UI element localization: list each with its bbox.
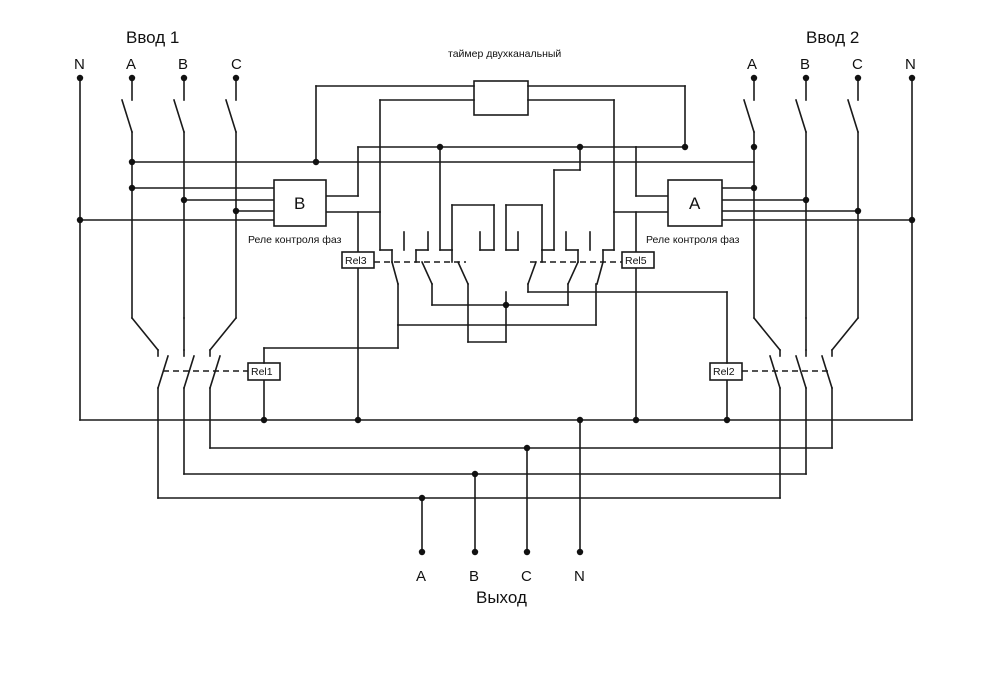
input2-terminal-a: A bbox=[747, 56, 757, 73]
input1-title: Ввод 1 bbox=[126, 28, 179, 47]
rel2-coil: Rel2 bbox=[709, 362, 743, 381]
input1-terminal-a: A bbox=[126, 56, 136, 73]
input2-feed bbox=[742, 77, 913, 421]
rel5-coil: Rel5 bbox=[621, 251, 655, 269]
rel1-coil: Rel1 bbox=[247, 362, 281, 381]
input1-terminal-n: N bbox=[74, 56, 85, 73]
control-wiring bbox=[263, 99, 728, 421]
input2-title: Ввод 2 bbox=[806, 28, 859, 47]
rel5-label: Rel5 bbox=[625, 255, 647, 267]
timer-label: таймер двухканальный bbox=[448, 48, 561, 60]
input1-feed bbox=[79, 77, 238, 421]
contactor-rel2 bbox=[726, 316, 860, 499]
output-terminal-b: B bbox=[469, 568, 479, 585]
phase-relay-right: A Реле контроля фаз bbox=[646, 179, 740, 246]
phase-relay-left-letter: B bbox=[294, 194, 305, 213]
phase-relay-left: B Реле контроля фаз bbox=[248, 179, 342, 246]
output-buses bbox=[79, 419, 913, 553]
input2-terminal-n: N bbox=[905, 56, 916, 73]
output-title: Выход bbox=[476, 588, 527, 607]
input2-terminal-b: B bbox=[800, 56, 810, 73]
input1-terminal-b: B bbox=[178, 56, 188, 73]
rel3-label: Rel3 bbox=[345, 255, 367, 267]
rel1-label: Rel1 bbox=[251, 366, 273, 378]
input2-terminal-c: C bbox=[852, 56, 863, 73]
junction-dots bbox=[76, 74, 916, 556]
contactor-rel1 bbox=[130, 316, 265, 499]
phase-taps bbox=[79, 161, 913, 221]
rel2-label: Rel2 bbox=[713, 366, 735, 378]
timer bbox=[315, 80, 686, 163]
output-terminal-n: N bbox=[574, 568, 585, 585]
phase-relay-left-caption: Реле контроля фаз bbox=[248, 234, 342, 246]
phase-relay-right-caption: Реле контроля фаз bbox=[646, 234, 740, 246]
output-terminal-a: A bbox=[416, 568, 426, 585]
phase-relay-right-letter: A bbox=[689, 194, 701, 213]
output-terminal-c: C bbox=[521, 568, 532, 585]
input1-terminal-c: C bbox=[231, 56, 242, 73]
rel3-coil: Rel3 bbox=[341, 251, 375, 269]
